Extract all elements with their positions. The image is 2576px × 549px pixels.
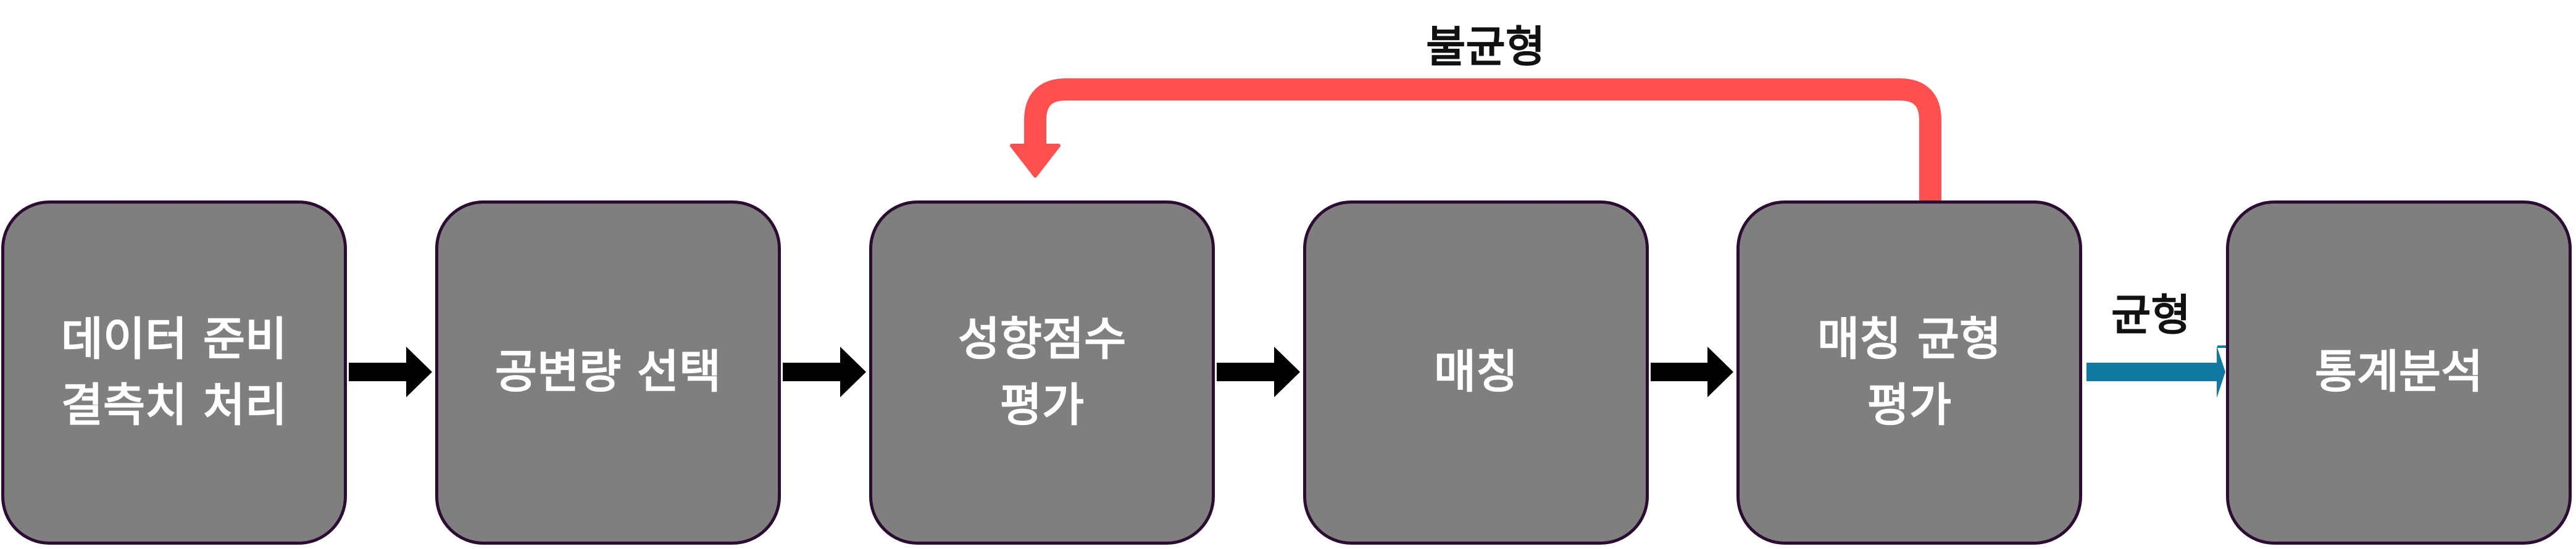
node-propensity-score-line-2: 평가 [999, 379, 1085, 432]
arrow-prep-to-covariate [349, 347, 432, 397]
node-matching: 매칭 [1303, 200, 1649, 545]
node-data-prep: 데이터 준비 결측치 처리 [1, 200, 347, 545]
node-matching-balance-line-2: 평가 [1867, 379, 1952, 432]
node-data-prep-line-2: 결측치 처리 [60, 379, 288, 432]
label-unbalanced: 불균형 [1426, 22, 1546, 72]
arrow-propensity-to-matching [1217, 347, 1300, 397]
arrow-unbalanced-loop [1010, 78, 1941, 200]
arrow-balanced [2086, 345, 2227, 398]
node-statistical-analysis: 통계분석 [2226, 200, 2572, 545]
node-propensity-score-line-1: 성향점수 [957, 312, 1127, 366]
node-covariate-selection-line-1: 공변량 선택 [494, 345, 722, 399]
node-matching-line-1: 매칭 [1433, 345, 1519, 399]
label-balanced: 균형 [2111, 290, 2191, 341]
node-propensity-score: 성향점수 평가 [869, 200, 1215, 545]
node-statistical-analysis-line-1: 통계분석 [2314, 345, 2483, 399]
node-matching-balance-line-1: 매칭 균형 [1817, 312, 2002, 366]
arrow-covariate-to-propensity [783, 347, 866, 397]
node-covariate-selection: 공변량 선택 [435, 200, 781, 545]
node-matching-balance: 매칭 균형 평가 [1736, 200, 2082, 545]
node-data-prep-line-1: 데이터 준비 [60, 312, 288, 366]
arrow-matching-to-balance [1651, 347, 1733, 397]
